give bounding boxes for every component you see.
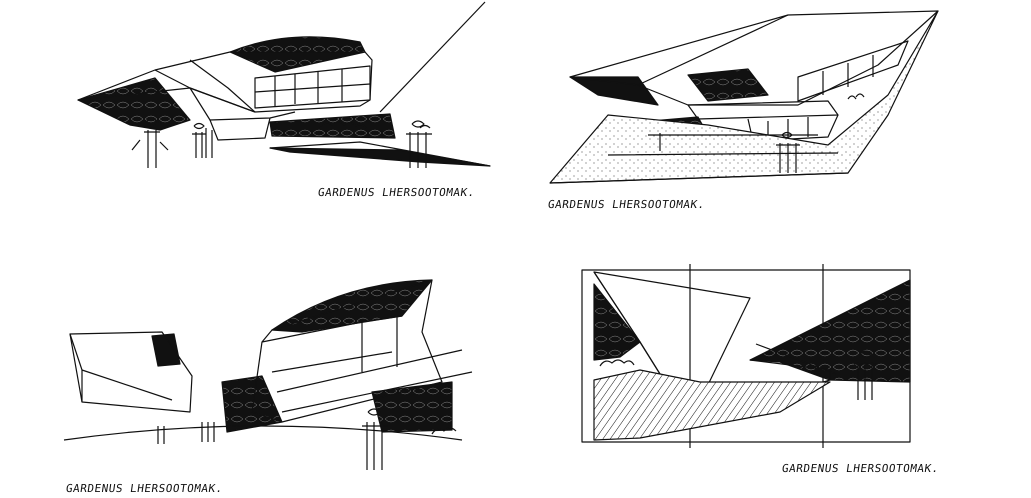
sketch-4-drawing xyxy=(581,264,911,448)
sketch-1 xyxy=(60,0,500,210)
sketch-2 xyxy=(548,5,948,205)
sketch-3-signature: GARDENUS LHERSOOTOMAK. xyxy=(65,482,224,495)
sketch-3-drawing xyxy=(63,279,473,470)
sketch-2-drawing xyxy=(549,10,939,184)
sketch-4-signature: GARDENUS LHERSOOTOMAK. xyxy=(781,462,940,475)
sketch-4 xyxy=(580,262,920,452)
sketch-1-drawing xyxy=(77,1,491,168)
sketch-1-signature: GARDENUS LHERSOOTOMAK. xyxy=(317,186,476,199)
sketch-2-signature: GARDENUS LHERSOOTOMAK. xyxy=(547,198,706,211)
sketch-3 xyxy=(62,272,502,472)
